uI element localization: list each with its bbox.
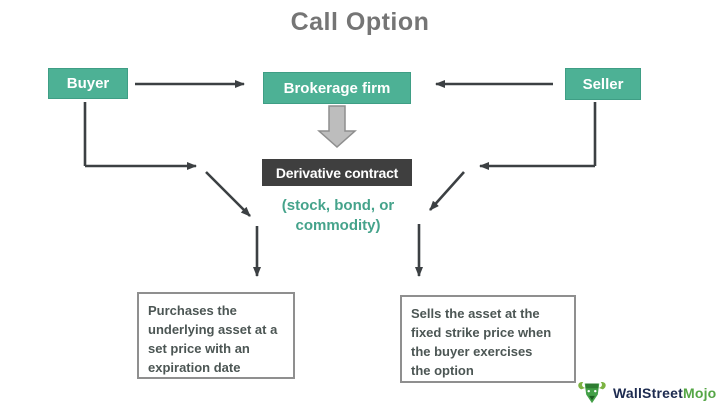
diagram-title: Call Option xyxy=(290,8,430,36)
derivative-underlying-note: (stock, bond, or commodity) xyxy=(281,197,395,234)
note-buyer-obligation: Purchases the underlying asset at a set … xyxy=(137,292,295,379)
bull-icon xyxy=(578,382,606,404)
node-brokerage-firm: Brokerage firm xyxy=(263,72,411,104)
node-buyer: Buyer xyxy=(48,68,128,99)
buyer-label: Buyer xyxy=(66,75,110,92)
arrow-right-diagonal xyxy=(429,171,465,211)
brokerage-label: Brokerage firm xyxy=(283,79,391,97)
node-seller: Seller xyxy=(565,68,641,100)
derivative-contract-label: Derivative contract xyxy=(275,164,399,181)
wallstreetmojo-logo: WallStreetMojo xyxy=(576,374,716,412)
node-derivative-contract: Derivative contract xyxy=(262,159,412,186)
logo-text-mojo: Mojo xyxy=(682,385,717,401)
block-down-arrow-icon xyxy=(317,105,357,149)
seller-label: Seller xyxy=(582,75,624,93)
note-seller-obligation: Sells the asset at the fixed strike pric… xyxy=(400,295,576,383)
logo-text-wallstreet: WallStreet xyxy=(613,385,683,401)
logo-text: WallStreetMojo xyxy=(613,385,716,401)
arrow-left-diagonal xyxy=(205,171,251,217)
